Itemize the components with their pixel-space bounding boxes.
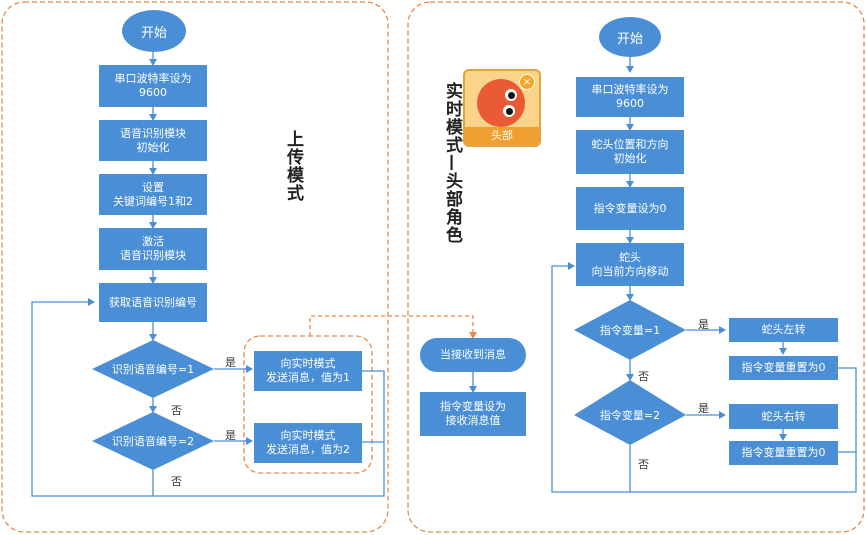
- assign-command-var: 指令变量设为 接收消息值: [420, 392, 526, 436]
- right-step-baud: 串口波特率设为 9600: [576, 77, 684, 117]
- reset-var-step-2: 指令变量重置为0: [729, 441, 838, 465]
- left-step-baud: 串口波特率设为 9600: [99, 65, 207, 107]
- turn-left-step: 蛇头左转: [729, 318, 838, 342]
- decision-shape-left-2: [92, 412, 214, 470]
- left-yes-label-1: 是: [225, 356, 236, 369]
- left-step-set-keywords: 设置 关键词编号1和2: [99, 174, 207, 215]
- left-step-voice-init: 语音识别模块 初始化: [99, 120, 207, 161]
- right-step-move: 蛇头 向当前方向移动: [576, 243, 684, 286]
- snake-head-icon: [477, 79, 525, 127]
- head-sprite-card[interactable]: × 头部: [463, 69, 541, 147]
- left-step-activate: 激活 语音识别模块: [99, 228, 207, 270]
- close-icon[interactable]: ×: [519, 74, 535, 90]
- sprite-name: 头部: [465, 127, 539, 145]
- left-yes-label-2: 是: [225, 429, 236, 442]
- receive-message-event: 当接收到消息: [420, 338, 526, 372]
- right-step-init-snake: 蛇头位置和方向 初始化: [576, 130, 684, 174]
- decision-shape-right-1: [574, 300, 686, 360]
- right-panel-frame: [407, 1, 865, 533]
- send-actions-frame: [243, 335, 373, 474]
- decision-shape-left-1: [92, 340, 214, 398]
- reset-var-step-1: 指令变量重置为0: [729, 356, 838, 380]
- broadcast-link: [309, 315, 477, 339]
- upload-mode-title: 上传模式: [283, 130, 303, 202]
- right-yes-label-2: 是: [698, 402, 709, 415]
- realtime-head-title: 实时模式—头部角色: [442, 82, 462, 244]
- right-step-set-var: 指令变量设为0: [576, 187, 684, 230]
- left-no-label-1: 否: [171, 404, 182, 417]
- right-start-node: 开始: [599, 17, 661, 57]
- right-decision-2-label: 指令变量=2: [599, 409, 661, 422]
- left-decision-1-label: 识别语音编号=1: [111, 363, 195, 376]
- right-no-label-2: 否: [638, 458, 649, 471]
- right-decision-1-label: 指令变量=1: [599, 324, 661, 337]
- left-no-label-2: 否: [171, 475, 182, 488]
- turn-right-step: 蛇头右转: [729, 404, 838, 429]
- left-send-2: 向实时模式 发送消息，值为2: [254, 423, 362, 463]
- left-decision-2-label: 识别语音编号=2: [111, 435, 195, 448]
- left-start-node: 开始: [122, 10, 186, 52]
- decision-shape-right-2: [574, 380, 686, 445]
- left-step-get-id: 获取语音识别编号: [99, 283, 207, 322]
- right-yes-label-1: 是: [698, 318, 709, 331]
- left-panel-frame: [1, 1, 389, 533]
- left-send-1: 向实时模式 发送消息，值为1: [254, 351, 362, 391]
- right-no-label-1: 否: [638, 370, 649, 383]
